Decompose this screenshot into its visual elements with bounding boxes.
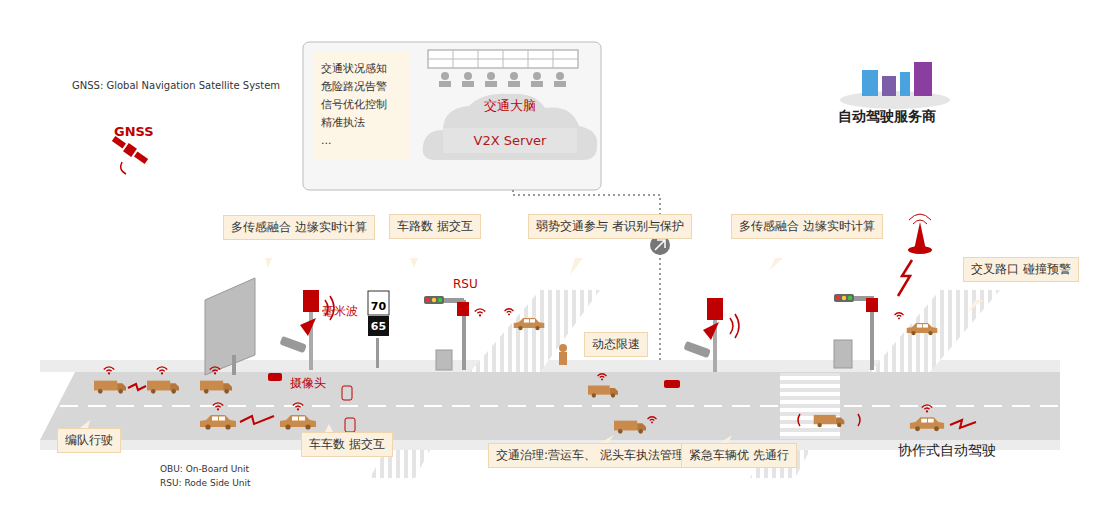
callout-box: 编队行驶	[57, 428, 121, 453]
speed-sign-number: 70	[371, 300, 386, 313]
server-box: V2X Server	[443, 128, 577, 153]
node-text: 多传感融合 边缘实时计算	[739, 218, 875, 235]
node-text: 交通大脑	[421, 90, 599, 115]
node-text: 弱势交通参与 者识别与保护	[536, 218, 684, 235]
node-text: 交通状况感知	[321, 60, 402, 78]
label-text: RSU: Rode Side Unit	[160, 478, 251, 488]
callout-box: 多传感融合 边缘实时计算	[731, 214, 883, 239]
node-text: 交叉路口 碰撞预警	[971, 261, 1071, 278]
label-text: 毫米波	[322, 303, 358, 320]
callout-box: 紧急车辆优 先通行	[681, 443, 797, 468]
node-text: V2X Server	[443, 133, 577, 148]
callout-box: 车车数 据交互	[301, 432, 393, 457]
node-text: 交通治理:营运车、 泥头车执法管理	[496, 447, 684, 464]
node-text: 危险路况告警	[321, 78, 402, 96]
cloud-platform: 交通大脑 V2X Server	[421, 90, 599, 162]
callout-box: 交通治理:营运车、 泥头车执法管理	[488, 443, 692, 468]
node-text: 多传感融合 边缘实时计算	[231, 219, 367, 236]
label-text: 摄像头	[290, 375, 326, 392]
node-text: 编队行驶	[65, 432, 113, 449]
label-text: GNSS	[114, 124, 154, 139]
label-text: RSU	[453, 277, 478, 291]
label-text: 协作式自动驾驶	[898, 442, 996, 460]
callout-box: 动态限速	[584, 332, 648, 357]
node-text: ...	[321, 132, 402, 150]
callout-box: 多传感融合 边缘实时计算	[223, 215, 375, 240]
callout-box: 车路数 据交互	[389, 214, 481, 239]
label-text: 自动驾驶服务商	[838, 108, 936, 126]
node-text: 车车数 据交互	[309, 436, 385, 453]
label-text: OBU: On-Board Unit	[160, 464, 249, 474]
node-text: 紧急车辆优 先通行	[689, 447, 789, 464]
node-text: 精准执法	[321, 114, 402, 132]
node-text: 车路数 据交互	[397, 218, 473, 235]
callout-box: 交叉路口 碰撞预警	[963, 257, 1079, 282]
function-list: 交通状况感知危险路况告警信号优化控制精准执法...	[313, 52, 410, 160]
callout-box: 弱势交通参与 者识别与保护	[528, 214, 692, 239]
node-text: 动态限速	[592, 336, 640, 353]
speed-sign-number: 65	[371, 320, 386, 333]
label-text: GNSS: Global Navigation Satellite System	[72, 80, 280, 91]
node-text: 信号优化控制	[321, 96, 402, 114]
